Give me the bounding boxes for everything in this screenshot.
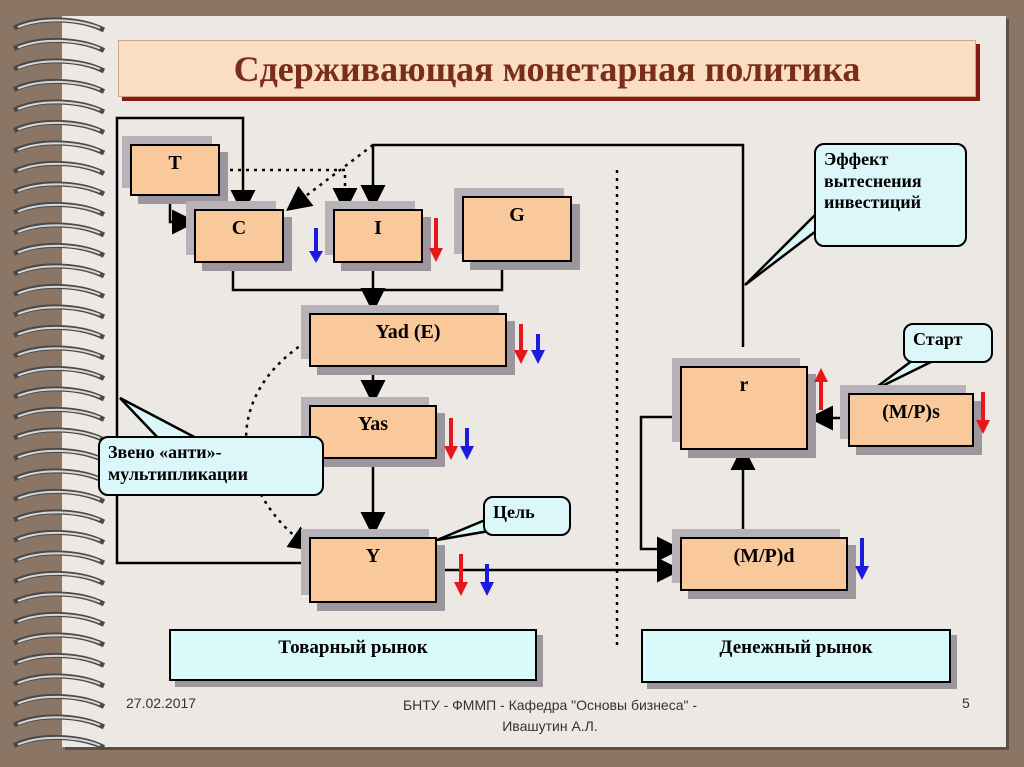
node-money-demand-label: (M/P)d bbox=[733, 545, 795, 567]
callout-crowding-out: Эффект вытеснения инвестиций bbox=[814, 143, 967, 247]
node-r-label: r bbox=[739, 374, 749, 396]
node-y-label: Y bbox=[365, 545, 381, 567]
footer-date: 27.02.2017 bbox=[126, 695, 197, 711]
footer-source: БНТУ - ФММП - Кафедра "Основы бизнеса" -… bbox=[402, 697, 698, 734]
callout-crowding-out-text: Эффект вытеснения инвестиций bbox=[824, 149, 922, 213]
callout-start-text: Старт bbox=[913, 329, 963, 349]
node-i: I bbox=[333, 209, 423, 263]
callout-goal: Цель bbox=[483, 496, 571, 536]
callout-anti-multiplier-text: Звено «анти»-мультипликации bbox=[108, 442, 249, 484]
footer-page-number: 5 bbox=[962, 695, 970, 711]
node-money-supply-label: (M/P)s bbox=[882, 401, 940, 423]
node-yas-label: Yas bbox=[357, 413, 388, 435]
money-market-label: Денежный рынок bbox=[641, 629, 951, 683]
goods-market-label: Товарный рынок bbox=[169, 629, 537, 681]
node-g-label: G bbox=[509, 204, 525, 226]
node-money-demand: (M/P)d bbox=[680, 537, 848, 591]
money-market-text: Денежный рынок bbox=[719, 637, 873, 658]
callout-anti-multiplier: Звено «анти»-мультипликации bbox=[98, 436, 324, 496]
node-y: Y bbox=[309, 537, 437, 603]
slide-title: Сдерживающая монетарная политика bbox=[233, 48, 861, 89]
callout-start: Старт bbox=[903, 323, 993, 363]
node-i-label: I bbox=[374, 217, 382, 239]
node-r: r bbox=[680, 366, 808, 450]
node-yad-label: Yad (E) bbox=[375, 321, 441, 343]
node-t-label: T bbox=[168, 152, 182, 174]
node-c-label: C bbox=[231, 217, 247, 239]
callout-goal-text: Цель bbox=[493, 502, 535, 522]
node-yad: Yad (E) bbox=[309, 313, 507, 367]
node-money-supply: (M/P)s bbox=[848, 393, 974, 447]
slide-title-box: Сдерживающая монетарная политика bbox=[118, 40, 976, 97]
node-yas: Yas bbox=[309, 405, 437, 459]
spiral-binding bbox=[12, 17, 106, 750]
node-g: G bbox=[462, 196, 572, 262]
node-t: T bbox=[130, 144, 220, 196]
goods-market-text: Товарный рынок bbox=[278, 637, 428, 658]
node-c: C bbox=[194, 209, 284, 263]
